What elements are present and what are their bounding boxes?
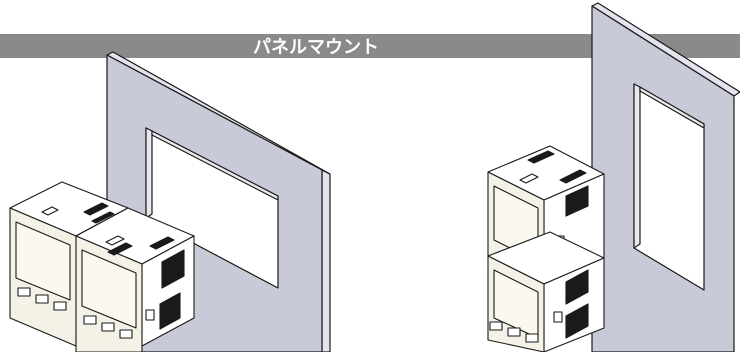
banner-title: パネルマウント xyxy=(253,37,379,58)
left-device-2 xyxy=(75,207,195,352)
device-screen xyxy=(15,221,71,301)
right-device-bottom xyxy=(487,231,605,352)
title-banner: パネルマウント xyxy=(0,34,740,58)
right-mounting-panel xyxy=(591,2,740,352)
banner-bar xyxy=(0,34,740,58)
device-screen xyxy=(81,249,137,329)
